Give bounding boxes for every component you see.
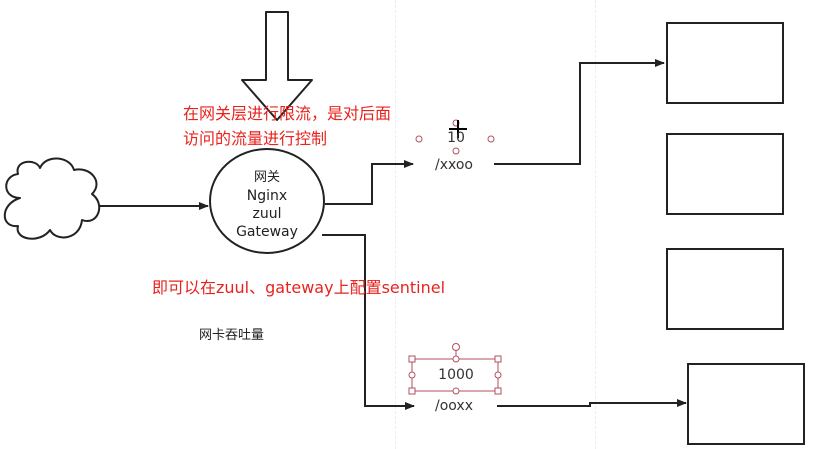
route-ooxx-path[interactable]: /ooxx xyxy=(435,398,473,414)
service-box-3[interactable] xyxy=(666,248,784,330)
gateway-to-xxoo-connector[interactable] xyxy=(325,160,414,205)
limit-1000-selection-frame[interactable] xyxy=(408,343,502,395)
gateway-node[interactable] xyxy=(209,148,325,254)
move-cursor-icon xyxy=(449,120,467,138)
service-box-1[interactable] xyxy=(666,22,784,104)
cloud-shape[interactable] xyxy=(3,157,101,240)
rate-limit-annotation-line2: 访问的流量进行控制 xyxy=(183,129,328,148)
gateway-label-nginx: Nginx xyxy=(246,188,288,204)
xxoo-to-service-connector[interactable] xyxy=(494,59,665,165)
incoming-traffic-arrow[interactable] xyxy=(241,11,313,121)
route-ooxx-limit[interactable]: 1000 xyxy=(438,367,474,383)
sentinel-annotation: 即可以在zuul、gateway上配置sentinel xyxy=(152,278,446,297)
service-box-4[interactable] xyxy=(687,363,805,445)
guide-line xyxy=(595,0,596,449)
service-box-2[interactable] xyxy=(666,133,784,215)
gateway-label-zuul: zuul xyxy=(252,206,282,222)
route-xxoo-limit[interactable]: 10 xyxy=(447,130,465,146)
rate-limit-annotation-line1: 在网关层进行限流，是对后面 xyxy=(183,104,392,123)
route-xxoo-path[interactable]: /xxoo xyxy=(435,157,473,173)
gateway-label-gateway: Gateway xyxy=(236,224,298,240)
guide-line xyxy=(395,0,396,449)
gateway-to-ooxx-connector[interactable] xyxy=(322,234,415,410)
ooxx-to-service-connector[interactable] xyxy=(497,399,687,407)
nic-throughput-label: 网卡吞吐量 xyxy=(199,328,265,343)
gateway-label-cn: 网关 xyxy=(253,170,280,185)
